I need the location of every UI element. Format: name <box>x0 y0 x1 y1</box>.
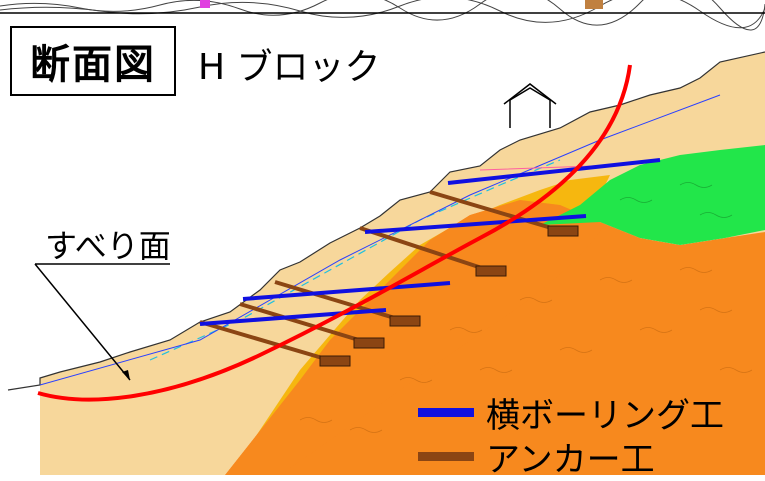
ground-surface-line <box>7 51 765 391</box>
legend-swatch-anchor <box>418 452 474 461</box>
legend-label-boring: 横ボーリング工 <box>486 396 724 436</box>
block-name: H ブロック <box>198 47 381 88</box>
anchor-works <box>199 190 566 364</box>
diagram-title: 断面図 <box>10 26 176 96</box>
slip-surface <box>37 64 632 402</box>
slip-surface-leader <box>34 263 170 381</box>
map-strip <box>0 0 765 31</box>
legend-label-anchor: アンカー工 <box>486 440 655 480</box>
legend-swatch-boring <box>418 408 474 417</box>
legend-item-anchor: アンカー工 <box>418 432 655 481</box>
slip-surface-label: すべり面 <box>45 227 171 265</box>
house-icon <box>503 83 557 128</box>
bedrock-texture <box>299 267 753 433</box>
horizontal-boring-works <box>199 158 661 326</box>
green-layer <box>540 145 765 245</box>
legend-item-boring: 横ボーリング工 <box>418 388 724 437</box>
